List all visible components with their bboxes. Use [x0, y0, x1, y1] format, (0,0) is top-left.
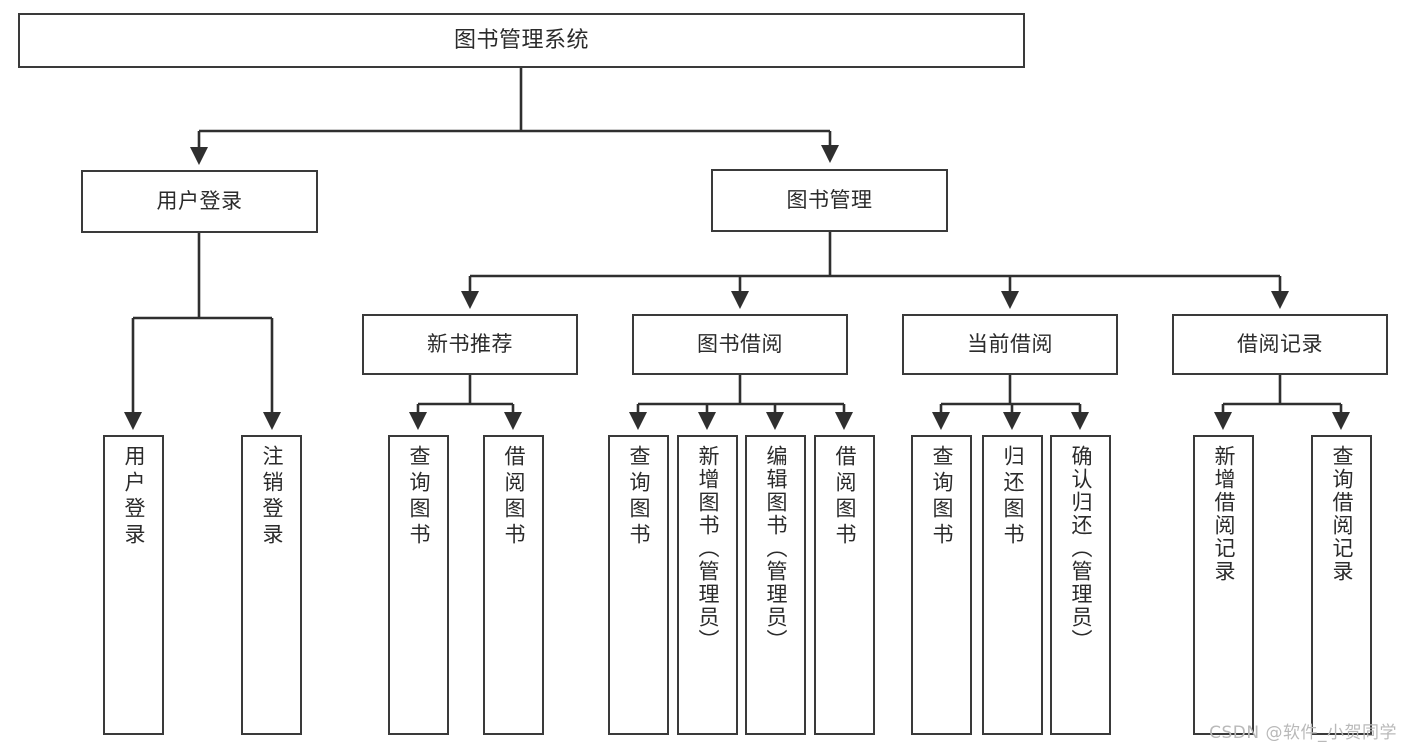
node-borrow-record-label: 借阅记录	[1237, 332, 1323, 357]
leaf-query-book-3-label: 查询图书	[930, 445, 954, 549]
node-book-borrow-label: 图书借阅	[697, 332, 783, 357]
node-new-book-rec-label: 新书推荐	[427, 332, 513, 357]
leaf-query-record[interactable]: 查询借阅记录	[1311, 435, 1372, 735]
leaf-query-book-1[interactable]: 查询图书	[388, 435, 449, 735]
leaf-borrow-book-2-label: 借阅图书	[833, 445, 857, 549]
leaf-query-record-label: 查询借阅记录	[1330, 445, 1354, 583]
node-current-borrow[interactable]: 当前借阅	[902, 314, 1118, 375]
node-root[interactable]: 图书管理系统	[18, 13, 1025, 68]
leaf-borrow-book-1-label: 借阅图书	[502, 445, 526, 549]
node-book-borrow[interactable]: 图书借阅	[632, 314, 848, 375]
leaf-query-book-2[interactable]: 查询图书	[608, 435, 669, 735]
node-user-login[interactable]: 用户登录	[81, 170, 318, 233]
leaf-add-book-label: 新增图书（管理员）	[696, 445, 720, 652]
node-user-login-label: 用户登录	[156, 189, 243, 214]
csdn-watermark: CSDN @软件_小贺同学	[1209, 723, 1397, 743]
node-new-book-rec[interactable]: 新书推荐	[362, 314, 578, 375]
node-current-borrow-label: 当前借阅	[967, 332, 1053, 357]
leaf-query-book-2-label: 查询图书	[627, 445, 651, 549]
leaf-add-record-label: 新增借阅记录	[1212, 445, 1236, 583]
leaf-query-book-3[interactable]: 查询图书	[911, 435, 972, 735]
leaf-edit-book[interactable]: 编辑图书（管理员）	[745, 435, 806, 735]
node-book-manage[interactable]: 图书管理	[711, 169, 948, 232]
leaf-user-logout-label: 注销登录	[260, 445, 284, 549]
leaf-add-record[interactable]: 新增借阅记录	[1193, 435, 1254, 735]
leaf-add-book[interactable]: 新增图书（管理员）	[677, 435, 738, 735]
leaf-edit-book-label: 编辑图书（管理员）	[764, 445, 788, 652]
leaf-borrow-book-1[interactable]: 借阅图书	[483, 435, 544, 735]
node-root-label: 图书管理系统	[453, 27, 589, 53]
leaf-user-login-label: 用户登录	[122, 445, 146, 549]
leaf-user-login[interactable]: 用户登录	[103, 435, 164, 735]
leaf-return-book-label: 归还图书	[1001, 445, 1025, 549]
leaf-borrow-book-2[interactable]: 借阅图书	[814, 435, 875, 735]
leaf-user-logout[interactable]: 注销登录	[241, 435, 302, 735]
leaf-query-book-1-label: 查询图书	[407, 445, 431, 549]
leaf-confirm-return-label: 确认归还（管理员）	[1069, 445, 1093, 652]
node-book-manage-label: 图书管理	[786, 188, 873, 213]
node-borrow-record[interactable]: 借阅记录	[1172, 314, 1388, 375]
leaf-confirm-return[interactable]: 确认归还（管理员）	[1050, 435, 1111, 735]
leaf-return-book[interactable]: 归还图书	[982, 435, 1043, 735]
